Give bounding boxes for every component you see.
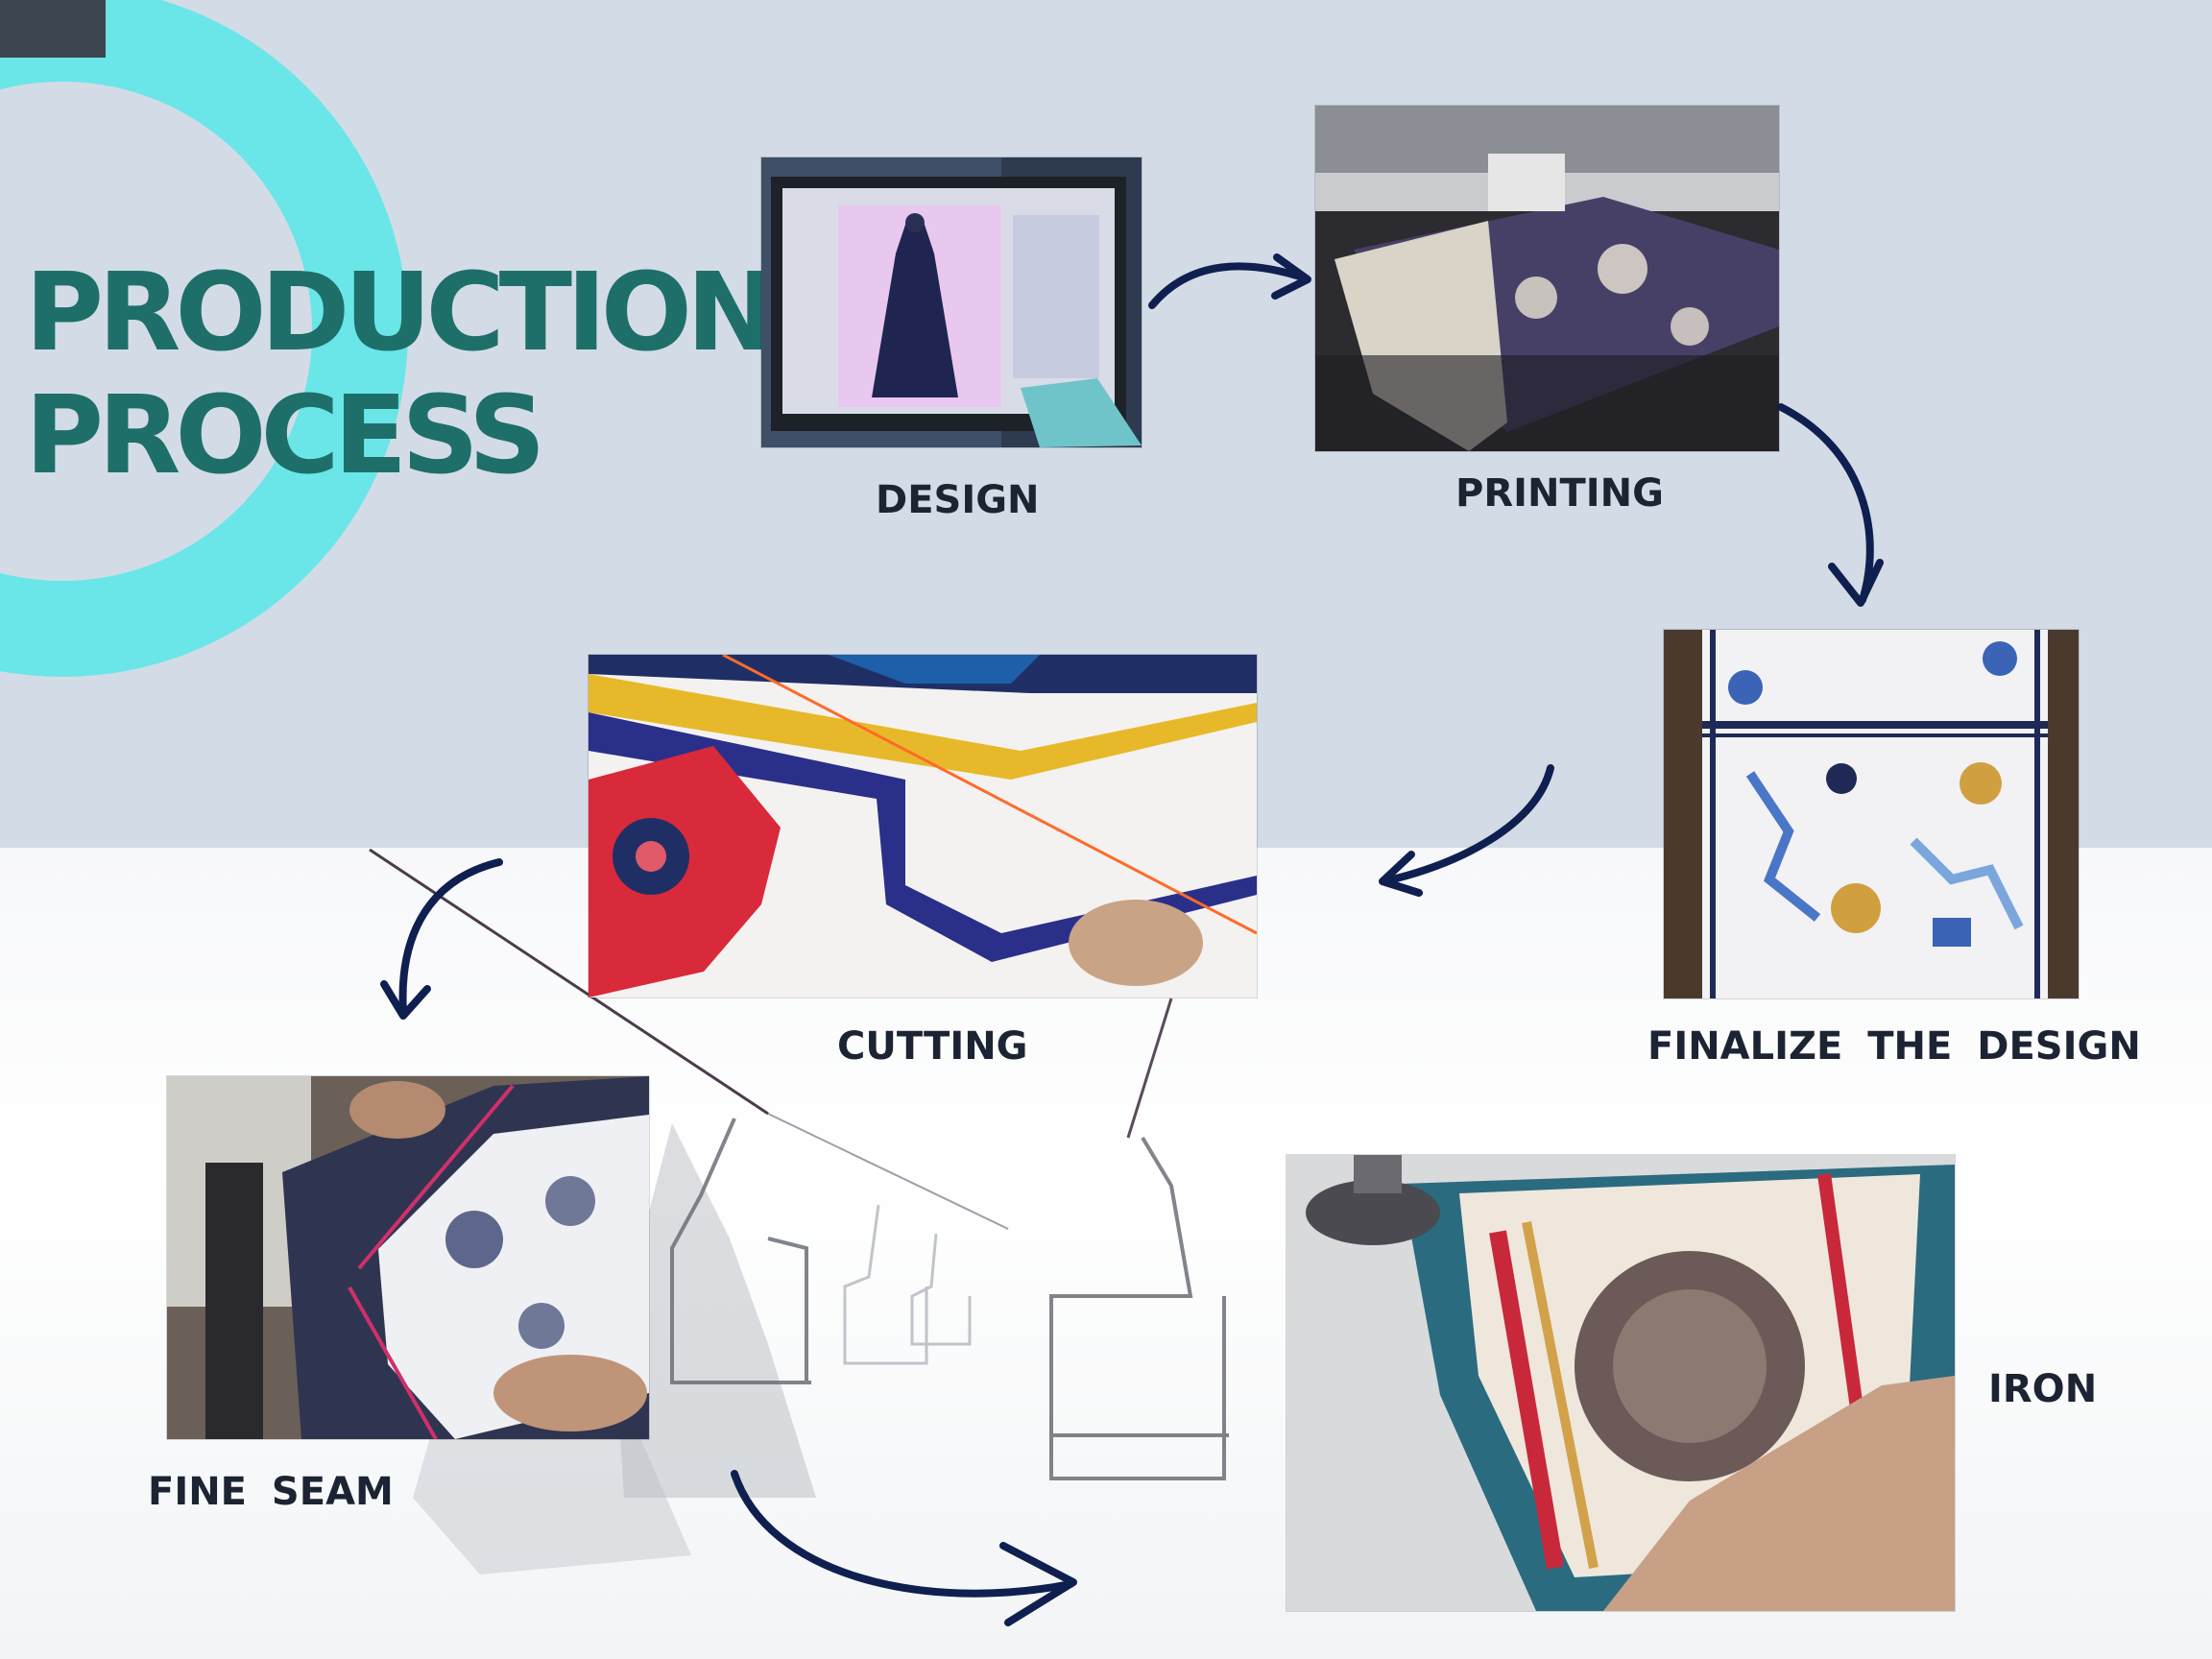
title-line-2: PROCESS [25, 373, 546, 498]
step-label-design: DESIGN [876, 478, 1040, 522]
title-line-1: PRODUCTION [25, 251, 777, 375]
iron-photo [1286, 1154, 1956, 1612]
page-title: PRODUCTION PROCESS [25, 251, 777, 498]
step-label-finalize: FINALIZE THE DESIGN [1647, 1024, 2141, 1069]
step-label-printing: PRINTING [1455, 471, 1664, 516]
cutting-photo [588, 654, 1258, 998]
step-label-cutting: CUTTING [837, 1024, 1028, 1069]
step-label-fine-seam: FINE SEAM [148, 1470, 394, 1514]
finalize-photo [1663, 629, 2080, 999]
printing-photo [1314, 105, 1780, 452]
decorative-ring [0, 0, 408, 677]
fine-seam-photo [166, 1075, 650, 1440]
step-label-iron: IRON [1988, 1367, 2098, 1411]
design-photo [760, 156, 1142, 448]
